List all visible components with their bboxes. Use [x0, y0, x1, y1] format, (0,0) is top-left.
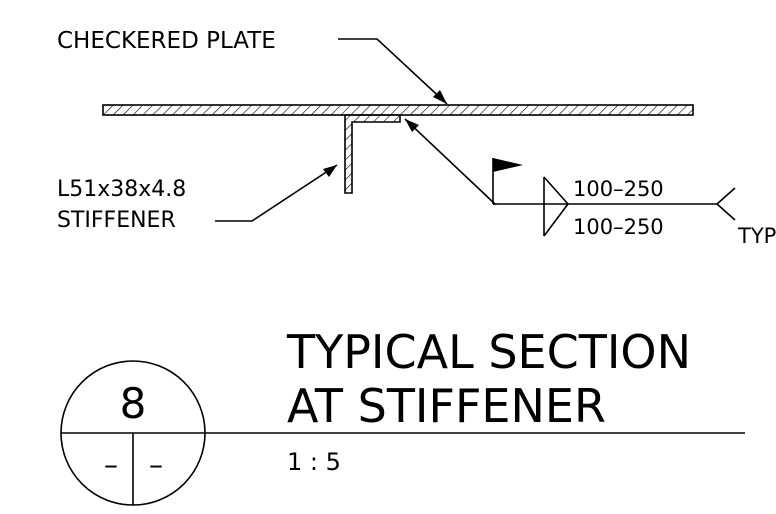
- stiffener-leader: [215, 164, 338, 222]
- angle-stiffener: [344, 114, 401, 194]
- weld-symbol: [404, 118, 736, 237]
- plate-label: CHECKERED PLATE: [57, 28, 276, 54]
- weld-tail-note: TYP: [737, 224, 776, 248]
- checkered-plate: [102, 104, 694, 116]
- angle-size-label: L51x38x4.8: [57, 177, 186, 202]
- fillet-weld-icon: [543, 176, 570, 237]
- weld-length-bottom: 100–250: [573, 215, 664, 239]
- scale-label: 1 : 5: [287, 448, 341, 476]
- weld-length-top: 100–250: [573, 177, 664, 201]
- field-weld-flag-icon: [493, 158, 523, 172]
- title-line-2: AT STIFFENER: [287, 379, 606, 433]
- detail-sheet-right: –: [149, 448, 163, 481]
- title-line-1: TYPICAL SECTION: [286, 325, 691, 379]
- plate-leader: [338, 38, 448, 105]
- stiffener-label: STIFFENER: [57, 208, 176, 233]
- weld-tail-icon: [715, 187, 736, 221]
- detail-number: 8: [120, 379, 147, 428]
- detail-sheet-left: –: [104, 448, 118, 481]
